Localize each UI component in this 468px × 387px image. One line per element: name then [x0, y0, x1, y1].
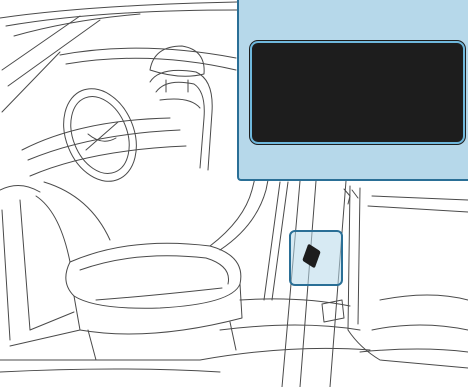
label-thumbnail: [302, 243, 321, 268]
vehicle-label-icon: [250, 41, 465, 144]
location-marker-icon: [289, 230, 343, 286]
